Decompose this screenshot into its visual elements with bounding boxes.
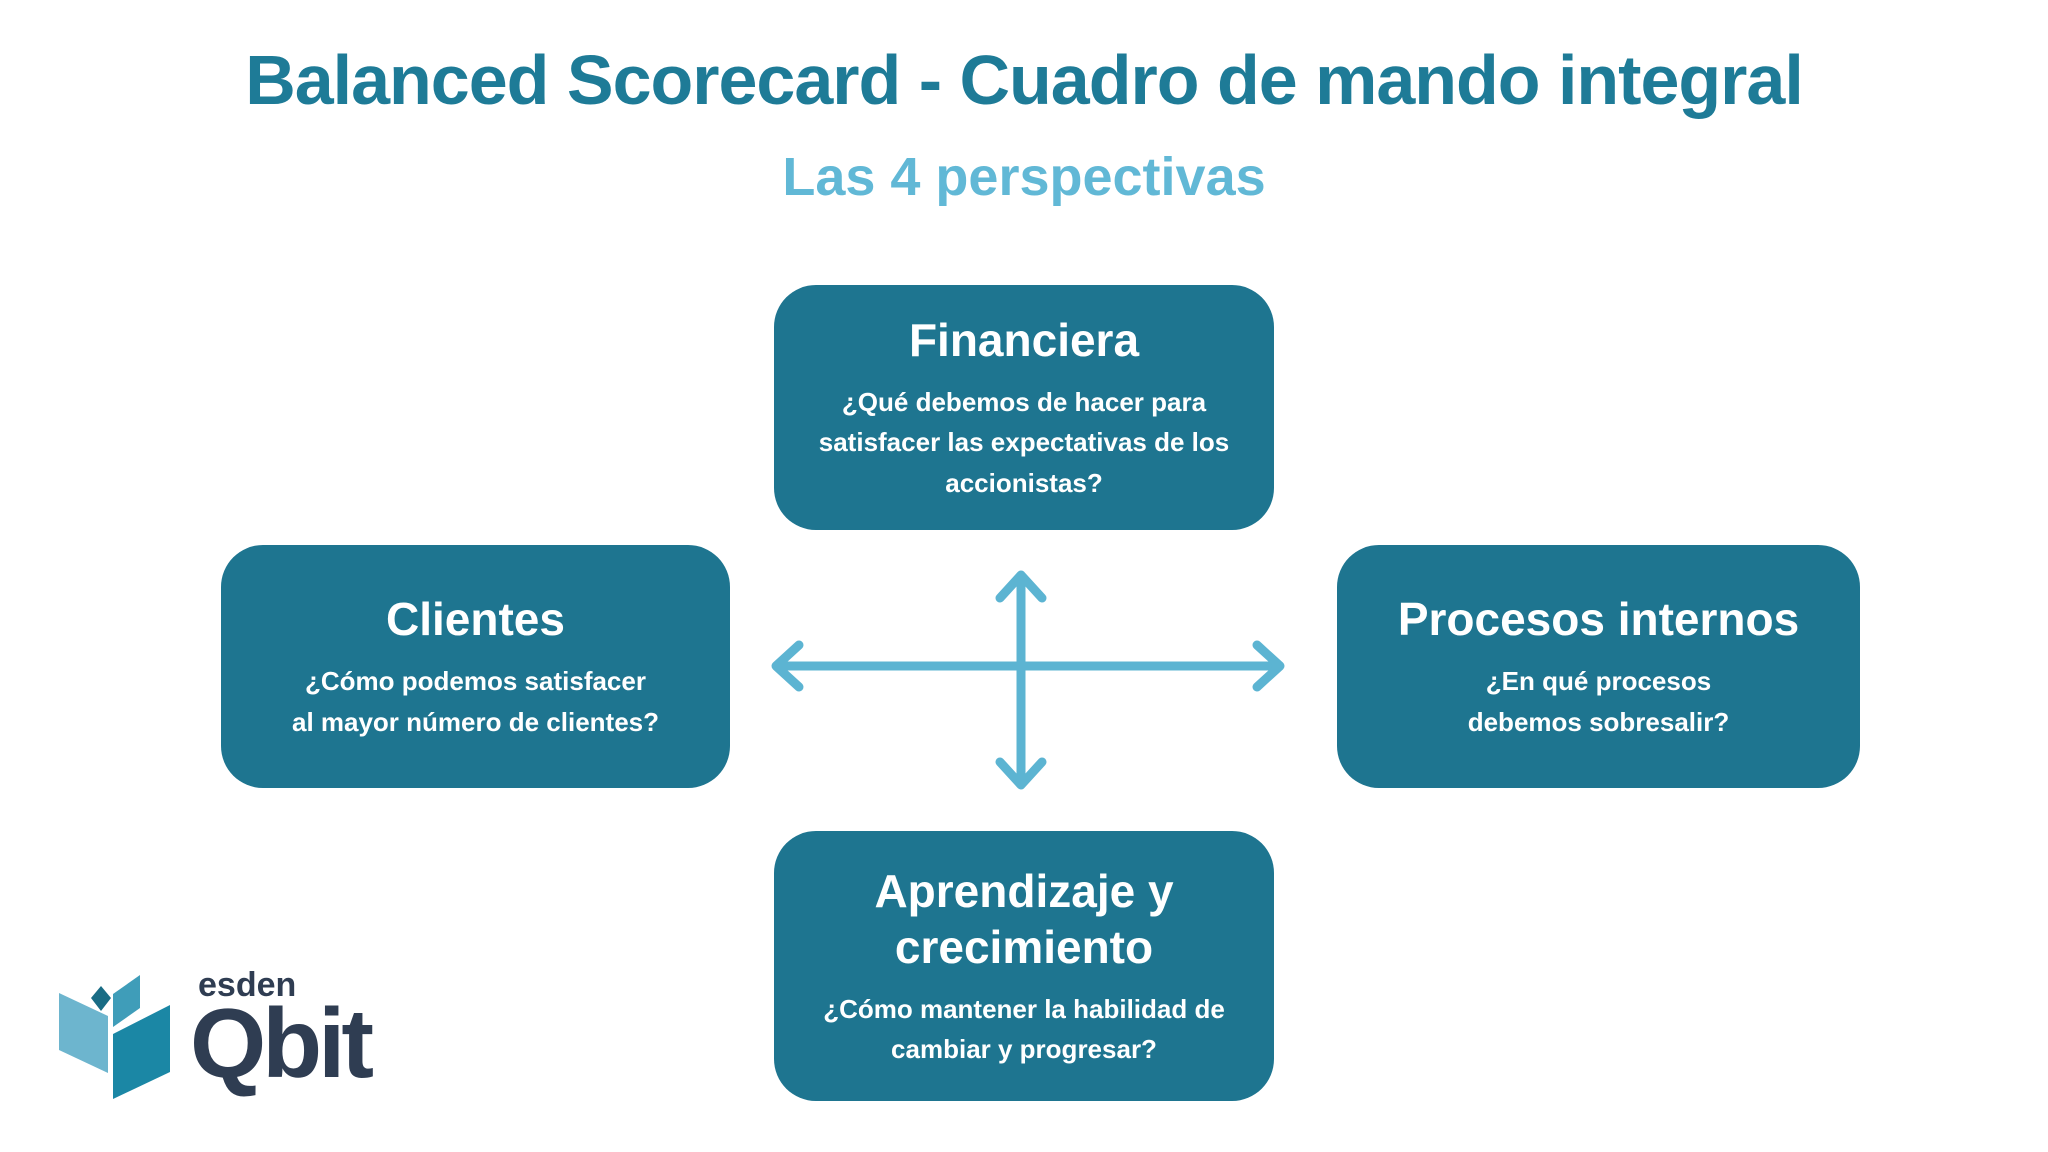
box-title-financiera: Financiera	[908, 314, 1140, 366]
box-title-procesos-internos: Procesos internos	[1397, 593, 1800, 646]
perspective-box-financiera: Financiera ¿Qué debemos de hacer para sa…	[774, 285, 1274, 530]
logo-brand-bottom: Qbit	[190, 988, 374, 1098]
logo-brand-top: esden	[198, 966, 297, 1004]
perspective-box-clientes: Clientes ¿Cómo podemos satisfacer al may…	[221, 545, 730, 788]
box-body-clientes: ¿Cómo podemos satisfacer al mayor número…	[291, 666, 659, 737]
box-body-aprendizaje-crecimiento: ¿Cómo mantener la habilidad de cambiar y…	[823, 993, 1225, 1065]
box-title-clientes: Clientes	[386, 593, 565, 646]
box-body-financiera: ¿Qué debemos de hacer para satisfacer la…	[818, 387, 1230, 498]
page-title: Balanced Scorecard - Cuadro de mando int…	[245, 41, 1804, 119]
box-body-procesos-internos: ¿En qué procesos debemos sobresalir?	[1467, 666, 1730, 737]
box-title-aprendizaje-crecimiento: Aprendizaje y crecimiento	[874, 864, 1174, 973]
perspective-box-procesos-internos: Procesos internos ¿En qué procesos debem…	[1337, 545, 1860, 788]
esden-qbit-logo: esden Qbit	[50, 960, 374, 1105]
page-subtitle: Las 4 perspectivas	[782, 147, 1266, 207]
perspective-box-aprendizaje-crecimiento: Aprendizaje y crecimiento ¿Cómo mantener…	[774, 831, 1274, 1101]
logo-wordmark: esden Qbit	[190, 966, 374, 1098]
esden-logo-book-icon	[59, 975, 170, 1099]
